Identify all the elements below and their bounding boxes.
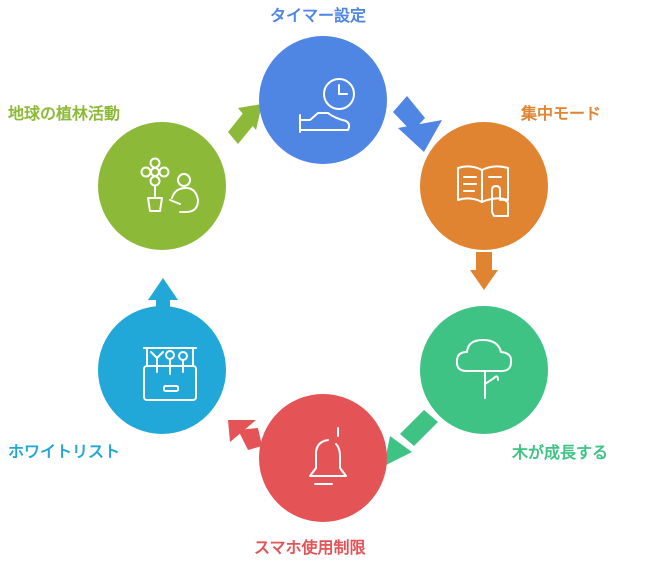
arrow-head-0 xyxy=(398,120,442,152)
arrow-head-1 xyxy=(470,270,498,290)
timer-icon xyxy=(299,78,355,133)
arrow-body-0 xyxy=(393,96,425,132)
arrow-head-3 xyxy=(228,420,256,442)
arrow-body-3 xyxy=(238,428,262,450)
tree-icon xyxy=(455,339,513,399)
step-label-reforestation: 地球の植林活動 xyxy=(8,104,121,123)
arrow-head-4 xyxy=(148,278,178,300)
arrow-head-2 xyxy=(384,436,412,466)
step-label-focus-mode: 集中モード xyxy=(521,104,602,123)
arrow-head-5 xyxy=(238,104,262,130)
person-planting-icon xyxy=(140,157,199,213)
step-label-tree-grows: 木が成長する xyxy=(512,443,609,462)
step-circle-phone-limit xyxy=(259,394,387,522)
step-circle-focus xyxy=(420,122,548,250)
step-circle-tree xyxy=(420,306,548,434)
bell-icon xyxy=(309,427,347,485)
step-label-whitelist: ホワイトリスト xyxy=(8,442,121,461)
cycle-arrows xyxy=(148,96,498,466)
step-circle-reforestation xyxy=(98,122,226,250)
step-label-phone-limit: スマホ使用制限 xyxy=(254,538,366,557)
book-touch-icon xyxy=(457,165,509,217)
arrow-body-1 xyxy=(476,252,492,270)
arrow-body-2 xyxy=(400,410,438,446)
step-label-timer: タイマー設定 xyxy=(270,6,367,25)
step-circle-whitelist xyxy=(98,306,226,434)
toolbox-icon xyxy=(143,347,197,401)
step-circle-timer xyxy=(259,36,387,164)
